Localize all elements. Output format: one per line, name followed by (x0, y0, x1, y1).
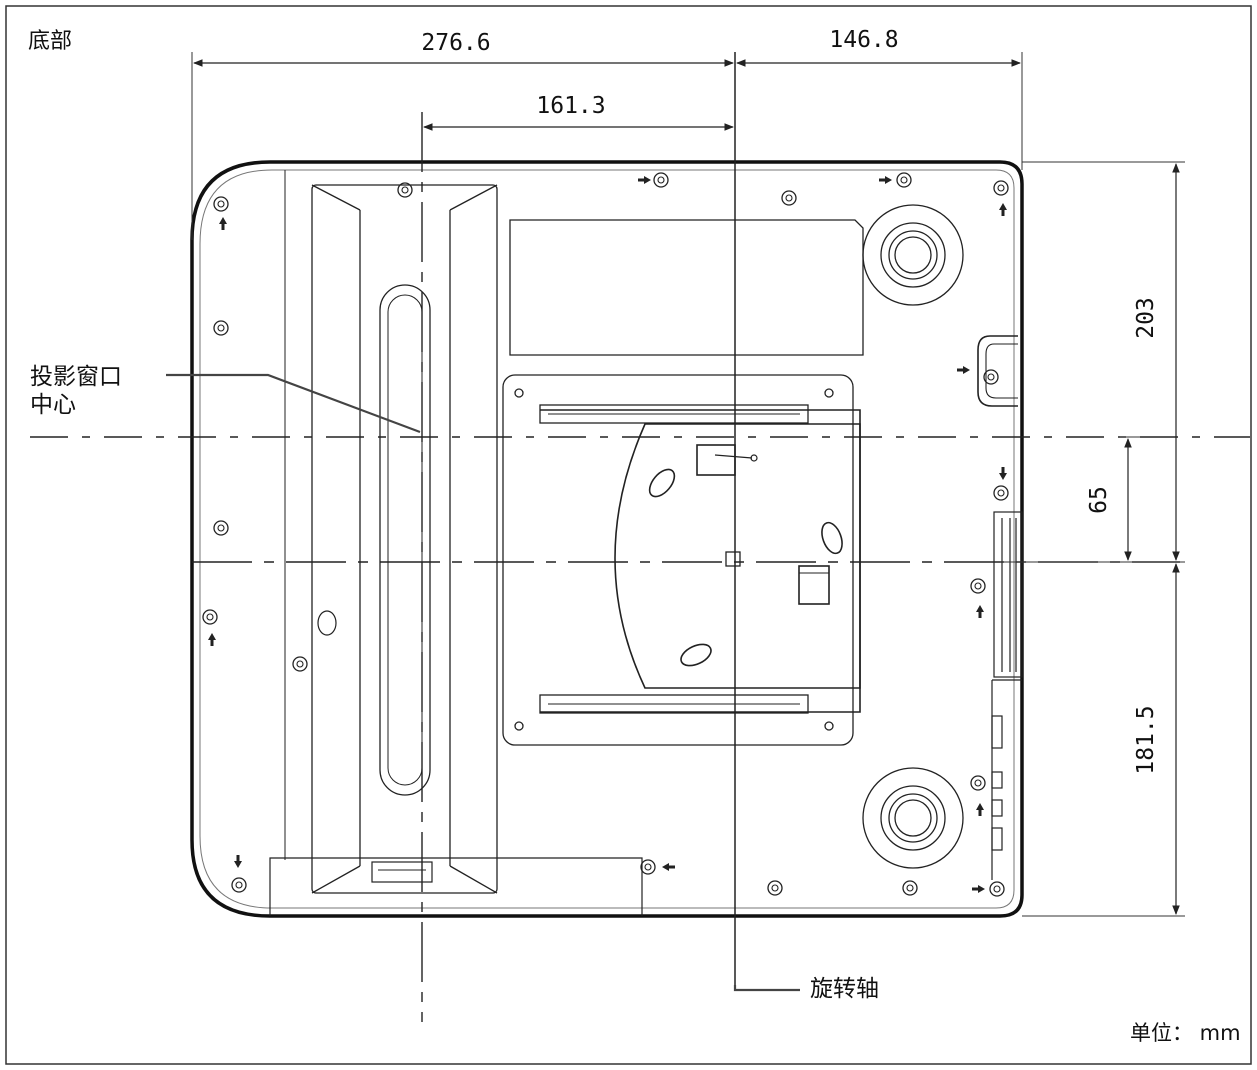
projector-body-outline (190, 160, 1024, 918)
foot-pad-top (862, 204, 964, 306)
mounting-plate (502, 374, 854, 746)
center-lines (30, 52, 1250, 1022)
foot-pad-bottom (862, 767, 964, 869)
security-hook (977, 335, 1018, 407)
dim-top-depth: 203 (1133, 297, 1159, 339)
dim-lens-offset: 161.3 (536, 93, 605, 119)
frame-border (5, 5, 1252, 1065)
port-panel (991, 511, 1023, 880)
dim-right-width: 146.8 (829, 27, 898, 53)
lens-center-label-line1: 投影窗口 (30, 364, 122, 390)
dim-bottom-depth: 181.5 (1133, 705, 1159, 774)
dim-total-width: 276.6 (421, 30, 490, 56)
dimension-lines (193, 59, 1180, 915)
screw-set (202, 172, 1009, 897)
dim-lens-to-axis: 65 (1086, 486, 1112, 514)
top-panel (509, 219, 864, 356)
lens-slot-housing (311, 184, 498, 894)
rotating-bracket (540, 409, 861, 713)
unit-label: 单位： mm (1130, 1021, 1241, 1045)
extension-lines (191, 52, 1185, 917)
rotation-axis-label: 旋转轴 (810, 976, 879, 1002)
projector-body-inner-outline (199, 169, 1015, 909)
lens-center-leader (166, 373, 421, 434)
drawing-title: 底部 (28, 29, 72, 54)
direction-arrows (208, 176, 1007, 893)
rotation-axis-leader (733, 985, 800, 992)
lens-center-label-line2: 中心 (30, 392, 76, 418)
bottom-left-panel (269, 857, 643, 916)
